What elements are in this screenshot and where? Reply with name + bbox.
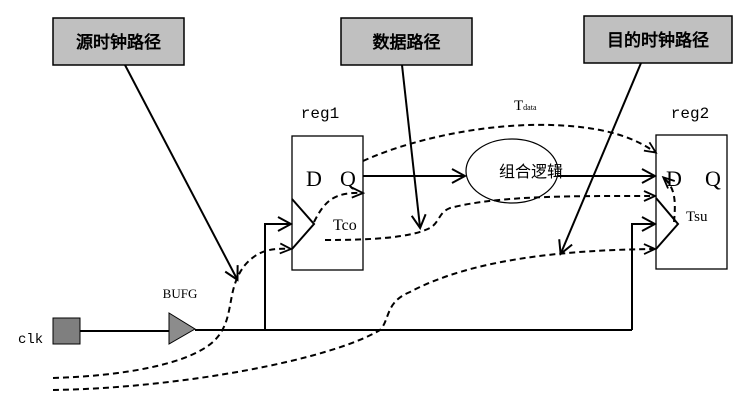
bufg-triangle (168, 312, 196, 345)
callout-box (583, 15, 733, 64)
dest-clock-pointer-arrow (561, 62, 642, 253)
callout-label: 源时钟路径 (76, 32, 161, 53)
callout-label: 数据路径 (373, 32, 441, 53)
tco-label: Tco (333, 217, 357, 234)
tco-dashed-path (313, 193, 362, 223)
combinational-logic: 组合逻辑 (465, 138, 563, 204)
callout-source-clock-path: 源时钟路径 (52, 17, 185, 66)
register-reg2: reg2 D Q Tsu (655, 105, 728, 270)
callout-box (340, 17, 473, 66)
source-clock-dashed-path (52, 249, 290, 379)
bufg-label: BUFG (163, 286, 198, 301)
data-path-pointer-arrow (401, 64, 420, 227)
clock-pin-triangle (655, 197, 680, 250)
tdata-main: T (514, 98, 523, 114)
clock-branch-reg1 (264, 224, 290, 330)
clock-branch-reg2 (631, 224, 654, 330)
callout-label: 目的时钟路径 (607, 30, 709, 51)
callout-data-path: 数据路径 (340, 17, 473, 66)
dest-clock-dashed-path (52, 249, 654, 391)
tdata-dashed-arc (362, 123, 655, 162)
callout-box (52, 17, 185, 66)
data-path-dashed (324, 196, 654, 241)
clock-input: clk (18, 317, 81, 348)
q-pin-label: Q (340, 166, 356, 191)
clk-pad (52, 317, 81, 345)
clk-label: clk (18, 332, 43, 348)
register-reg1: reg1 D Q Tco (291, 105, 364, 271)
tdata-label: Tdata (514, 98, 537, 114)
q-pin-label: Q (705, 166, 721, 191)
logic-label: 组合逻辑 (499, 162, 563, 181)
clock-pin-triangle (291, 198, 316, 250)
d-pin-label: D (306, 166, 322, 191)
tsu-label: Tsu (686, 209, 708, 225)
register-box (655, 134, 728, 270)
tsu-dashed-path (664, 178, 676, 223)
callout-dest-clock-path: 目的时钟路径 (583, 15, 733, 64)
register-name: reg1 (301, 105, 339, 123)
tdata-subscript: data (523, 103, 537, 112)
bufg-buffer: BUFG (163, 286, 198, 345)
register-name: reg2 (671, 105, 709, 123)
d-pin-label: D (666, 166, 682, 191)
source-clock-pointer-arrow (124, 64, 237, 279)
